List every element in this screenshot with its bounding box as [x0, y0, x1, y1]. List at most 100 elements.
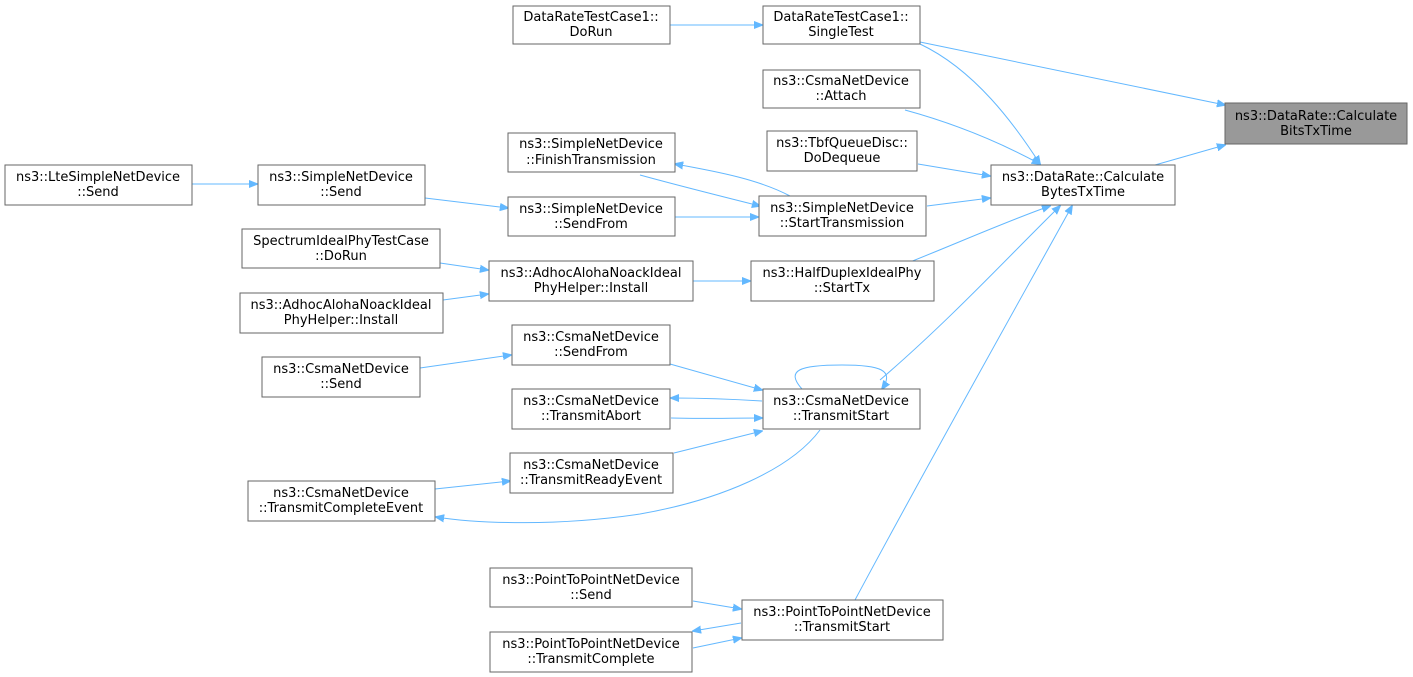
node-label-line1: ns3::CsmaNetDevice	[523, 394, 659, 409]
edge-p2psend-to-txstart	[692, 600, 741, 609]
node-tbf-dequeue[interactable]: ns3::TbfQueueDisc:: DoDequeue	[766, 130, 918, 172]
node-label-line2: ::DoRun	[315, 249, 367, 264]
edges	[192, 25, 1225, 649]
node-bits-tx-time[interactable]: ns3::DataRate::Calculate BitsTxTime	[1224, 102, 1408, 145]
node-aloha-install-1[interactable]: ns3::AdhocAlohaNoackIdeal PhyHelper::Ins…	[488, 260, 694, 302]
node-snd-start-transmission[interactable]: ns3::SimpleNetDevice ::StartTransmission	[758, 195, 927, 237]
edge-csmasendfrom-to-txstart	[669, 363, 762, 390]
edge-singletest-to-bytes	[919, 43, 1040, 164]
edge-sndsend-to-sendfrom	[424, 197, 508, 208]
node-label-line2: ::Send	[77, 185, 119, 200]
node-label-line1: ns3::PointToPointNetDevice	[753, 605, 931, 620]
node-label-line2: DoDequeue	[804, 151, 881, 166]
node-spectrum-do-run[interactable]: SpectrumIdealPhyTestCase ::DoRun	[241, 228, 441, 269]
edge-spectrum-to-alohainstall	[439, 262, 488, 270]
node-csma-send-from[interactable]: ns3::CsmaNetDevice ::SendFrom	[511, 324, 671, 366]
node-p2p-transmit-start[interactable]: ns3::PointToPointNetDevice ::TransmitSta…	[741, 599, 944, 641]
edge-txcomplete-to-txready	[434, 481, 510, 490]
node-hd-start-tx[interactable]: ns3::HalfDuplexIdealPhy ::StartTx	[750, 260, 935, 302]
edge-csmatxstart-to-bytes	[879, 206, 1060, 381]
node-aloha-install-2[interactable]: ns3::AdhocAlohaNoackIdeal PhyHelper::Ins…	[239, 292, 444, 334]
node-label-line1: ns3::LteSimpleNetDevice	[16, 170, 180, 185]
node-label-line2: BitsTxTime	[1280, 124, 1352, 139]
node-label-line1: ns3::CsmaNetDevice	[773, 394, 909, 409]
edge-csmatxstart-self	[794, 364, 886, 389]
edge-attach-to-bytes	[904, 109, 1040, 164]
node-p2p-send[interactable]: ns3::PointToPointNetDevice ::Send	[489, 567, 693, 608]
node-label-line2: ::Send	[320, 377, 362, 392]
node-dr-single-test[interactable]: DataRateTestCase1:: SingleTest	[762, 5, 921, 45]
edge-p2ptxstart-to-txcomplete	[693, 622, 742, 631]
node-label-line2: ::StartTx	[814, 281, 870, 296]
node-label-line2: ::TransmitComplete	[527, 652, 654, 667]
edge-tbf-to-bytes	[917, 163, 990, 176]
node-label-line1: DataRateTestCase1::	[523, 10, 658, 25]
node-label-line1: ns3::SimpleNetDevice	[269, 170, 413, 185]
node-label-line1: ns3::SimpleNetDevice	[770, 201, 914, 216]
node-label-line1: ns3::SimpleNetDevice	[519, 137, 663, 152]
node-label-line2: ::Send	[320, 185, 362, 200]
edge-finishtx-to-starttx	[639, 174, 760, 206]
node-label-line1: ns3::SimpleNetDevice	[519, 202, 663, 217]
node-label-line1: ns3::PointToPointNetDevice	[502, 573, 680, 588]
node-label-line2: ::StartTransmission	[780, 216, 905, 231]
edge-p2ptxcomplete-to-txstart	[692, 638, 741, 649]
edge-txready-to-txstart	[673, 431, 762, 454]
edge-starttx-to-finishtx	[675, 164, 791, 197]
node-label-line1: ns3::DataRate::Calculate	[1002, 170, 1164, 185]
node-label-line1: ns3::CsmaNetDevice	[523, 458, 659, 473]
node-lte-send[interactable]: ns3::LteSimpleNetDevice ::Send	[4, 164, 193, 206]
node-label-line1: ns3::CsmaNetDevice	[523, 330, 659, 345]
node-label-line2: ::TransmitStart	[794, 620, 890, 635]
node-csma-attach[interactable]: ns3::CsmaNetDevice ::Attach	[762, 69, 921, 109]
node-csma-transmit-start[interactable]: ns3::CsmaNetDevice ::TransmitStart	[762, 388, 921, 430]
edge-starttx-to-bytes	[926, 198, 990, 207]
node-label-line2: ::TransmitCompleteEvent	[259, 501, 423, 516]
node-label-line1: ns3::CsmaNetDevice	[773, 74, 909, 89]
edge-txstart-to-txabort	[671, 398, 763, 401]
node-label-line1: ns3::PointToPointNetDevice	[502, 637, 680, 652]
node-p2p-transmit-complete[interactable]: ns3::PointToPointNetDevice ::TransmitCom…	[489, 631, 693, 673]
node-label-line1: ns3::AdhocAlohaNoackIdeal	[501, 266, 682, 281]
node-label-line1: ns3::TbfQueueDisc::	[776, 136, 908, 151]
edge-singletest-to-bits	[919, 41, 1225, 105]
node-csma-send[interactable]: ns3::CsmaNetDevice ::Send	[261, 356, 421, 398]
node-label-line2: ::SendFrom	[554, 217, 628, 232]
node-label-line2: ::Send	[570, 588, 612, 603]
node-dr-do-run[interactable]: DataRateTestCase1:: DoRun	[512, 5, 671, 45]
node-label-line2: PhyHelper::Install	[284, 313, 398, 328]
node-label-line2: ::Attach	[816, 89, 867, 104]
node-snd-finish-transmission[interactable]: ns3::SimpleNetDevice ::FinishTransmissio…	[507, 132, 676, 173]
node-label-line1: SpectrumIdealPhyTestCase	[253, 234, 429, 249]
node-label-line2: BytesTxTime	[1041, 185, 1125, 200]
edge-alohainstall2-to-alohainstall	[442, 294, 488, 301]
edge-txstart-to-txcomplete	[436, 429, 821, 524]
edge-p2ptxstart-to-bytes	[854, 206, 1072, 601]
node-label-line1: DataRateTestCase1::	[773, 10, 908, 25]
node-csma-transmit-complete-event[interactable]: ns3::CsmaNetDevice ::TransmitCompleteEve…	[247, 480, 436, 522]
nodes: ns3::DataRate::Calculate BitsTxTime ns3:…	[4, 5, 1408, 673]
node-label-line2: ::TransmitStart	[793, 409, 889, 424]
node-label-line1: ns3::CsmaNetDevice	[273, 486, 409, 501]
node-label-line2: ::TransmitReadyEvent	[520, 473, 662, 488]
node-label-line1: ns3::DataRate::Calculate	[1235, 109, 1397, 124]
node-label-line1: ns3::CsmaNetDevice	[273, 362, 409, 377]
edge-csmasend-to-sendfrom	[419, 355, 511, 369]
node-label-line2: ::TransmitAbort	[541, 409, 641, 424]
node-bytes-tx-time[interactable]: ns3::DataRate::Calculate BytesTxTime	[990, 164, 1176, 206]
node-label-line1: ns3::HalfDuplexIdealPhy	[763, 266, 922, 281]
node-label-line2: SingleTest	[808, 25, 874, 40]
edge-hdstarttx-to-bytes	[909, 206, 1050, 263]
node-snd-send-from[interactable]: ns3::SimpleNetDevice ::SendFrom	[507, 196, 676, 237]
node-label-line2: ::SendFrom	[554, 345, 628, 360]
node-label-line2: DoRun	[570, 25, 613, 40]
edge-bytes-to-bits	[1154, 145, 1225, 166]
node-label-line1: ns3::AdhocAlohaNoackIdeal	[251, 298, 432, 313]
node-label-line2: ::FinishTransmission	[526, 153, 656, 168]
node-csma-transmit-abort[interactable]: ns3::CsmaNetDevice ::TransmitAbort	[511, 388, 671, 430]
node-csma-transmit-ready-event[interactable]: ns3::CsmaNetDevice ::TransmitReadyEvent	[509, 452, 674, 494]
node-snd-send[interactable]: ns3::SimpleNetDevice ::Send	[257, 164, 426, 206]
node-label-line2: PhyHelper::Install	[534, 281, 648, 296]
